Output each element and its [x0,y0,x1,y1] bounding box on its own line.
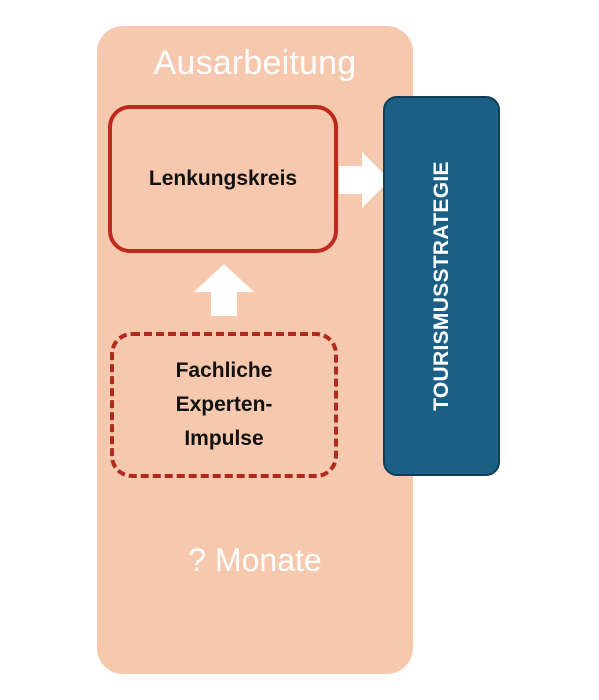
arrow-right [339,152,390,208]
tourismusstrategie-box: TOURISMUSSTRATEGIE [383,96,500,476]
fachliche-experten-impulse-box: Fachliche Experten- Impulse [110,332,338,478]
tourismusstrategie-label: TOURISMUSSTRATEGIE [429,161,453,411]
panel-title: Ausarbeitung [153,44,357,82]
ausarbeitung-panel [97,26,413,674]
arrow-up [194,264,254,316]
fachliche-label-line2: Experten- [175,393,273,416]
lenkungskreis-box: Lenkungskreis [108,105,338,253]
duration-label: ? Monate [188,542,322,578]
lenkungskreis-label: Lenkungskreis [148,167,298,190]
fachliche-label-line3: Impulse [184,427,264,450]
fachliche-label-line1: Fachliche [175,359,273,382]
